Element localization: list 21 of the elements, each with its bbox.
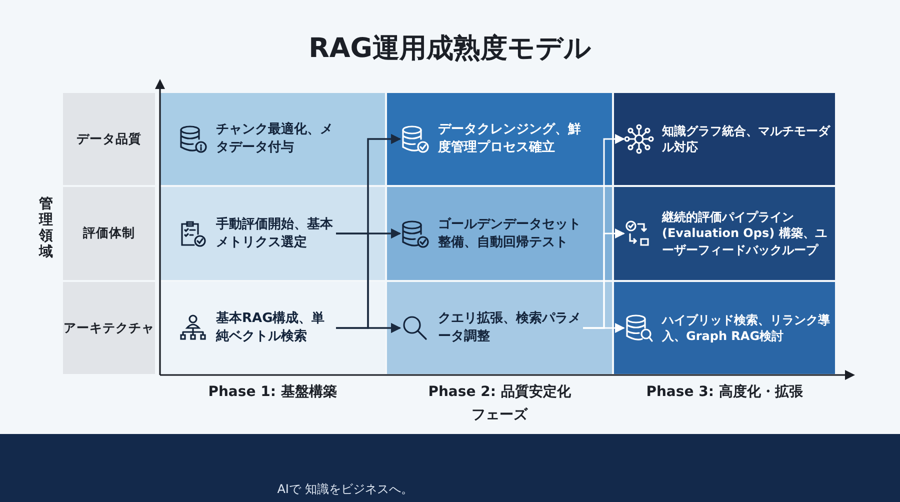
- cell-text: ゴールデンデータセット整備、自動回帰テスト: [438, 216, 582, 252]
- cell-text: チャンク最適化、メタデータ付与: [216, 121, 334, 157]
- cell-text: 手動評価開始、基本メトリクス選定: [216, 216, 334, 252]
- cell-text: 知識グラフ統合、マルチモーダル対応: [662, 122, 832, 156]
- tagline: AIで 知識をビジネスへ。: [277, 482, 413, 496]
- arrow: [583, 323, 625, 333]
- row-header-text: アーキテクチャ: [64, 320, 154, 336]
- phase-label: Phase 1: 基盤構築: [208, 384, 337, 400]
- arrow: [336, 323, 401, 333]
- row-header-text: データ品質: [76, 130, 142, 148]
- title: RAG運用成熟度モデル: [308, 33, 592, 64]
- axis-title: フェーズ: [472, 407, 528, 423]
- row-header-text: 評価体制: [83, 225, 135, 242]
- cell-text: 基本RAG構成、単純ベクトル検索: [216, 310, 326, 346]
- cell-text: ハイブリッド検索、リランク導入、Graph RAG検討: [662, 312, 831, 344]
- phase-label: Phase 2: 品質安定化: [428, 384, 571, 400]
- cell-text: 継続的評価パイプライン(Evaluation Ops) 構築、ユーザーフィードバックループ: [662, 209, 828, 258]
- cell-text: クエリ拡張、検索パラメータ調整: [438, 310, 582, 346]
- phase-label: Phase 3: 高度化・拡張: [646, 384, 803, 400]
- cell-text: データクレンジング、鮮度管理プロセス確立: [438, 121, 582, 157]
- axis-title: 管理領域: [39, 196, 53, 260]
